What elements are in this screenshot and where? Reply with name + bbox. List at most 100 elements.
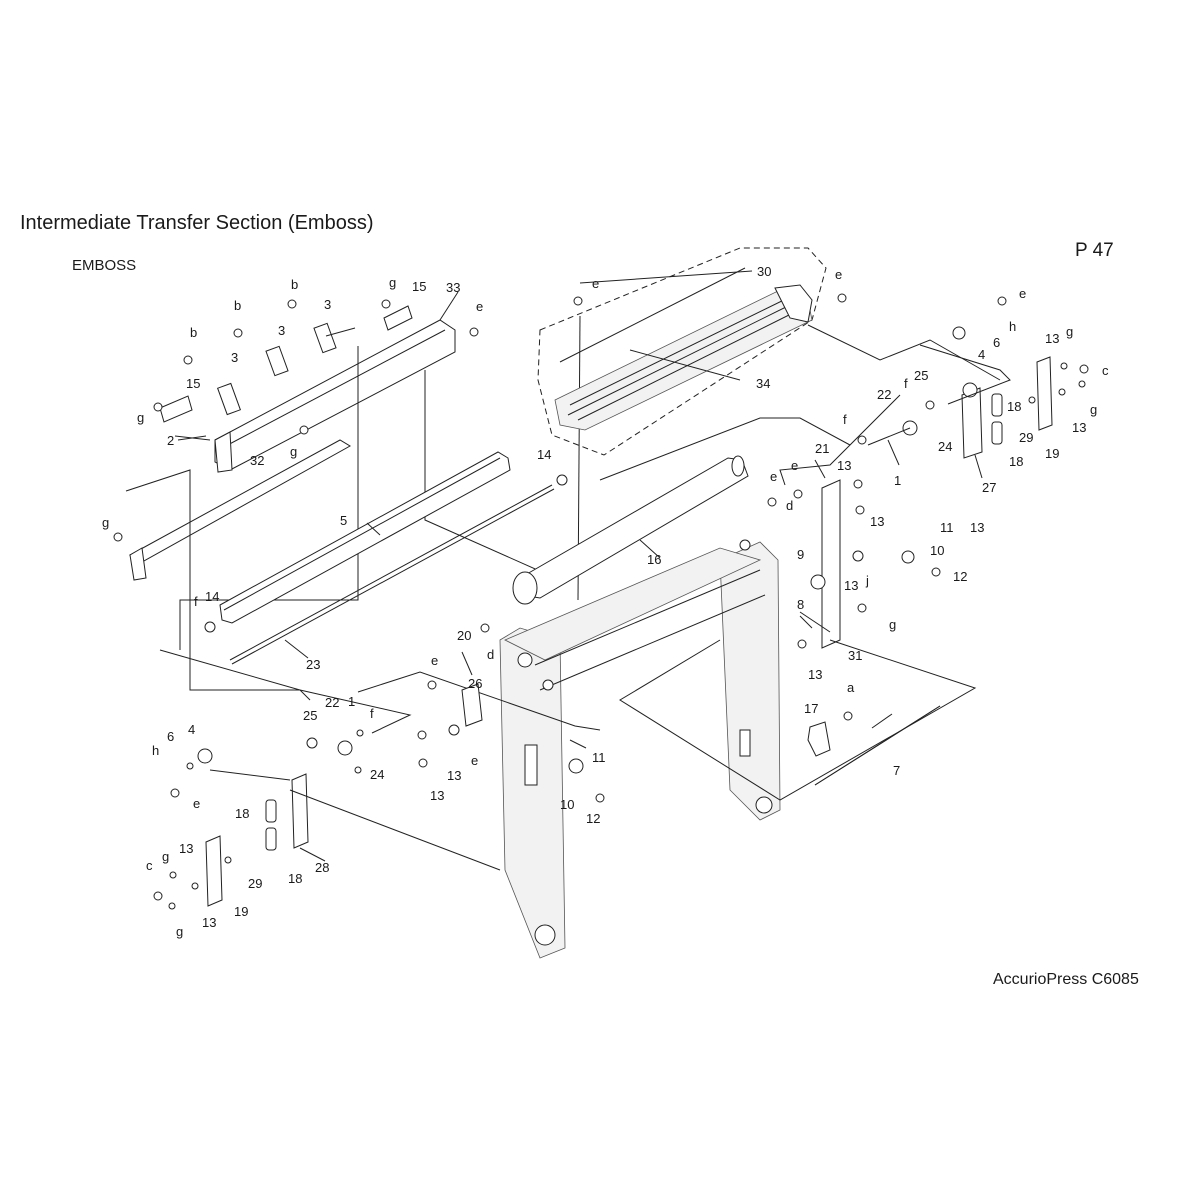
fastener-letter: e	[193, 796, 200, 811]
callout-18: 18	[1007, 399, 1021, 414]
callout-13: 13	[844, 578, 858, 593]
callout-13: 13	[179, 841, 193, 856]
fastener-letter: g	[290, 444, 297, 459]
fastener-letter: g	[176, 924, 183, 939]
callout-7: 7	[893, 763, 900, 778]
callout-13: 13	[1045, 331, 1059, 346]
fastener-letter: g	[1090, 402, 1097, 417]
callout-6: 6	[167, 729, 174, 744]
fastener-letter: f	[843, 412, 847, 427]
fastener-letter: e	[1019, 286, 1026, 301]
fastener-letter: b	[291, 277, 298, 292]
callout-18: 18	[235, 806, 249, 821]
callout-19: 19	[1045, 446, 1059, 461]
callout-1: 1	[348, 694, 355, 709]
callout-16: 16	[647, 552, 661, 567]
callout-18: 18	[288, 871, 302, 886]
callout-8: 8	[797, 597, 804, 612]
callout-14: 14	[205, 589, 219, 604]
callout-30: 30	[757, 264, 771, 279]
fastener-letter: e	[770, 469, 777, 484]
fastener-letter: c	[146, 858, 153, 873]
fastener-letter: g	[137, 410, 144, 425]
callout-22: 22	[877, 387, 891, 402]
fastener-letter: g	[102, 515, 109, 530]
callout-14: 14	[537, 447, 551, 462]
callout-31: 31	[848, 648, 862, 663]
callout-26: 26	[468, 676, 482, 691]
callout-12: 12	[953, 569, 967, 584]
callout-13: 13	[837, 458, 851, 473]
callout-12: 12	[586, 811, 600, 826]
callout-22: 22	[325, 695, 339, 710]
fastener-letter: e	[835, 267, 842, 282]
main-side-frame	[499, 539, 781, 959]
callout-29: 29	[248, 876, 262, 891]
callout-13: 13	[447, 768, 461, 783]
fastener-letter: h	[152, 743, 159, 758]
callout-21: 21	[815, 441, 829, 456]
callout-4: 4	[188, 722, 195, 737]
callout-24: 24	[938, 439, 952, 454]
callout-3: 3	[278, 323, 285, 338]
callout-34: 34	[756, 376, 770, 391]
fastener-letter: g	[889, 617, 896, 632]
page-number: P 47	[1075, 240, 1114, 261]
callout-25: 25	[914, 368, 928, 383]
callout-23: 23	[306, 657, 320, 672]
leader-lines	[177, 270, 983, 862]
callout-1: 1	[894, 473, 901, 488]
callout-28: 28	[315, 860, 329, 875]
callout-13: 13	[970, 520, 984, 535]
fastener-letter: j	[865, 573, 869, 588]
callout-3: 3	[231, 350, 238, 365]
callout-labels: 30 34 33 15 15 3 3 3 2 32 5 14 14 16 23 …	[102, 264, 1109, 939]
callout-13: 13	[430, 788, 444, 803]
fastener-letter: g	[1066, 324, 1073, 339]
center-small-parts	[417, 435, 941, 803]
callout-24: 24	[370, 767, 384, 782]
callout-13: 13	[870, 514, 884, 529]
callout-13: 13	[1072, 420, 1086, 435]
callout-33: 33	[446, 280, 460, 295]
model-name: AccurioPress C6085	[993, 971, 1139, 988]
fastener-letter: c	[1102, 363, 1109, 378]
callout-4: 4	[978, 347, 985, 362]
callout-10: 10	[930, 543, 944, 558]
callout-9: 9	[797, 547, 804, 562]
fastener-letter: f	[904, 376, 908, 391]
fastener-letter: b	[234, 298, 241, 313]
left-end-assembly	[153, 729, 501, 910]
callout-6: 6	[993, 335, 1000, 350]
fastener-letter: e	[791, 458, 798, 473]
right-frame-plate	[767, 479, 941, 649]
callout-15: 15	[412, 279, 426, 294]
fastener-letter: h	[1009, 319, 1016, 334]
callout-3: 3	[324, 297, 331, 312]
callout-25: 25	[303, 708, 317, 723]
fastener-letter: e	[431, 653, 438, 668]
callout-5: 5	[340, 513, 347, 528]
callout-13: 13	[202, 915, 216, 930]
callout-11: 11	[940, 520, 954, 535]
callout-13: 13	[808, 667, 822, 682]
callout-11: 11	[592, 750, 606, 765]
rollers	[204, 451, 749, 665]
callout-29: 29	[1019, 430, 1033, 445]
callout-2: 2	[167, 433, 174, 448]
fastener-letter: f	[370, 706, 374, 721]
callout-18: 18	[1009, 454, 1023, 469]
right-end-assembly	[867, 296, 1089, 459]
fastener-letter: g	[389, 275, 396, 290]
callout-17: 17	[804, 701, 818, 716]
fastener-letter: e	[471, 753, 478, 768]
fastener-letter: d	[786, 498, 793, 513]
callout-27: 27	[982, 480, 996, 495]
fastener-letter: d	[487, 647, 494, 662]
fastener-letter: a	[847, 680, 855, 695]
fastener-letter: e	[476, 299, 483, 314]
callout-15: 15	[186, 376, 200, 391]
variant-label: EMBOSS	[72, 257, 137, 274]
callout-20: 20	[457, 628, 471, 643]
